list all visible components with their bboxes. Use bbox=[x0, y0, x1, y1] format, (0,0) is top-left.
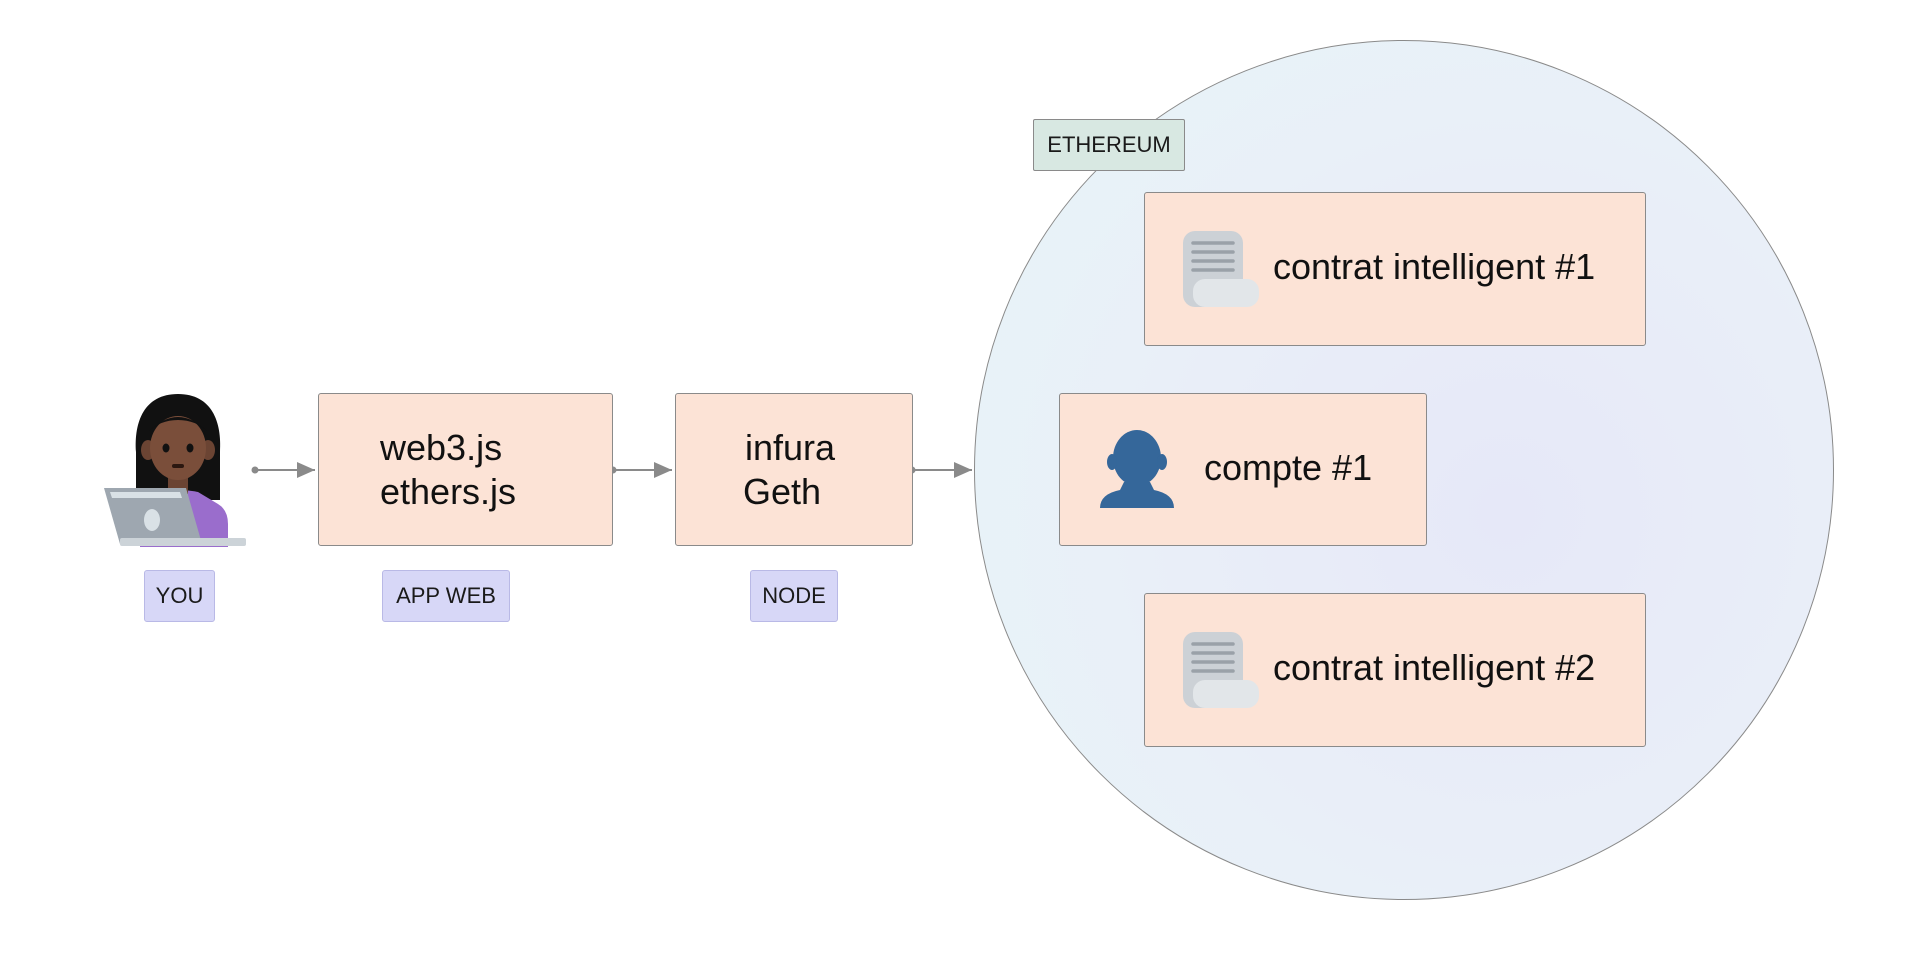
ethereum-label: ETHEREUM bbox=[1033, 119, 1185, 171]
node-line1: infura bbox=[745, 427, 836, 468]
smart-contract-1-box: contrat intelligent #1 bbox=[1144, 192, 1646, 346]
smart-contract-2-box: contrat intelligent #2 bbox=[1144, 593, 1646, 747]
node-label: NODE bbox=[750, 570, 838, 622]
smart-contract-1-text: contrat intelligent #1 bbox=[1273, 246, 1596, 287]
scroll-document-icon bbox=[1181, 630, 1261, 710]
user-silhouette-icon bbox=[1098, 430, 1176, 510]
woman-with-laptop-icon bbox=[100, 392, 255, 547]
app-web-line1: web3.js bbox=[380, 427, 503, 468]
app-web-label: APP WEB bbox=[382, 570, 510, 622]
you-label: YOU bbox=[144, 570, 215, 622]
account-1-box: compte #1 bbox=[1059, 393, 1427, 546]
node-box: infura Geth bbox=[675, 393, 913, 546]
account-1-text: compte #1 bbox=[1204, 447, 1373, 488]
scroll-document-icon bbox=[1181, 229, 1261, 309]
smart-contract-2-text: contrat intelligent #2 bbox=[1273, 647, 1596, 688]
node-line2: Geth bbox=[743, 471, 822, 512]
app-web-line2: ethers.js bbox=[380, 471, 517, 512]
app-web-box: web3.js ethers.js bbox=[318, 393, 613, 546]
